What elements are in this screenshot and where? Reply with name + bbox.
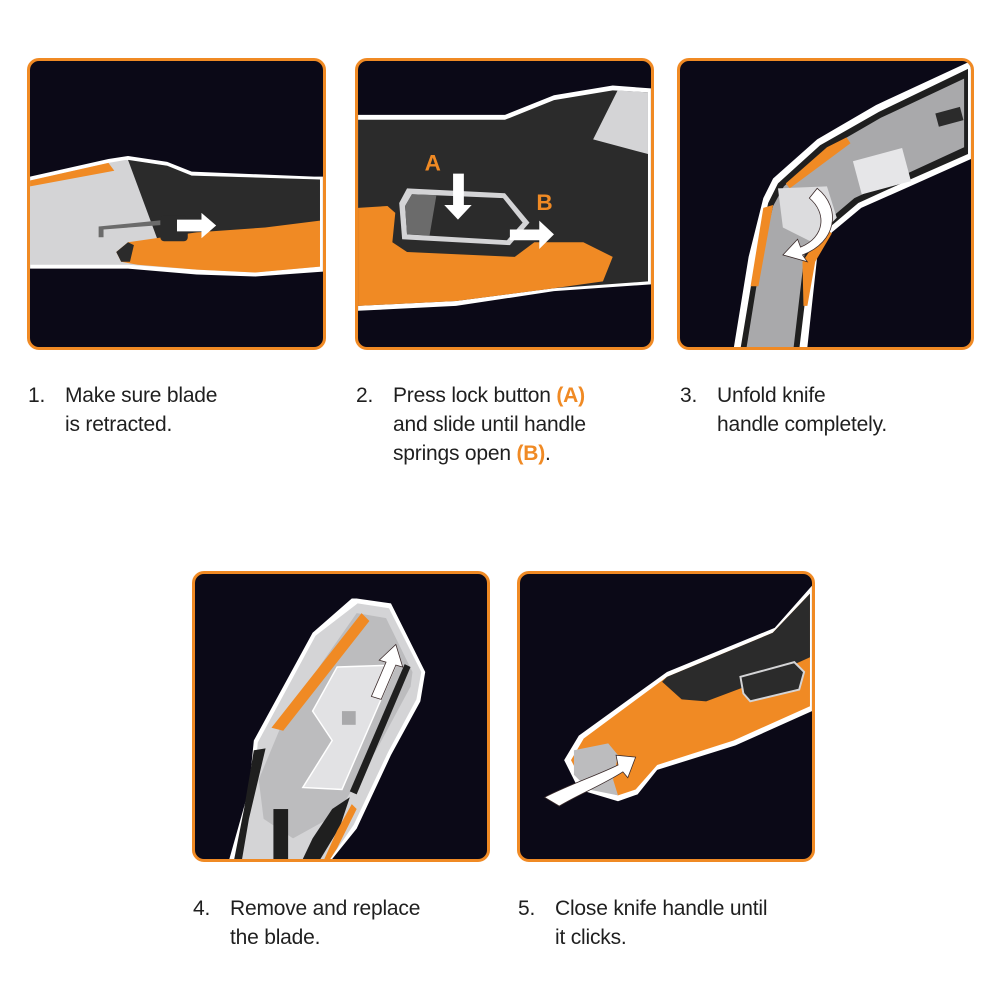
step-text: Close knife handle until it clicks. bbox=[555, 897, 768, 949]
step-number: 3. bbox=[680, 384, 698, 407]
label-a: A bbox=[425, 151, 441, 176]
lock-button-illustration: A B bbox=[358, 85, 651, 311]
highlight-b: (B) bbox=[516, 442, 546, 465]
handle-unfold-illustration bbox=[733, 61, 971, 347]
step-number: 5. bbox=[518, 897, 536, 920]
close-curved-arrow-icon bbox=[543, 754, 637, 807]
step-text: Unfold knife handle completely. bbox=[717, 384, 887, 436]
step-text: Remove and replace the blade. bbox=[230, 897, 421, 949]
step-1-illustration bbox=[27, 58, 326, 350]
step-text: Press lock button (A) and slide until ha… bbox=[393, 384, 586, 465]
label-b: B bbox=[536, 190, 552, 215]
step-number: 4. bbox=[193, 897, 211, 920]
handle-close-illustration bbox=[543, 585, 812, 807]
slide-right-arrow-icon bbox=[176, 212, 217, 239]
press-down-arrow-icon bbox=[444, 173, 472, 220]
step-number: 1. bbox=[28, 384, 46, 407]
slide-up-arrow-icon bbox=[370, 643, 404, 700]
unfold-curved-arrow-icon bbox=[782, 187, 833, 263]
step-3-illustration bbox=[677, 58, 974, 350]
step-4-illustration bbox=[192, 571, 490, 862]
blade-replace-illustration bbox=[229, 598, 426, 859]
knife-retracted-illustration bbox=[30, 156, 323, 277]
step-number: 2. bbox=[356, 384, 374, 407]
step-2-illustration: A B bbox=[355, 58, 654, 350]
slide-right-arrow-icon bbox=[509, 220, 554, 250]
step-5-illustration bbox=[517, 571, 815, 862]
highlight-a: (A) bbox=[556, 384, 585, 407]
step-text: Make sure blade is retracted. bbox=[65, 384, 218, 436]
